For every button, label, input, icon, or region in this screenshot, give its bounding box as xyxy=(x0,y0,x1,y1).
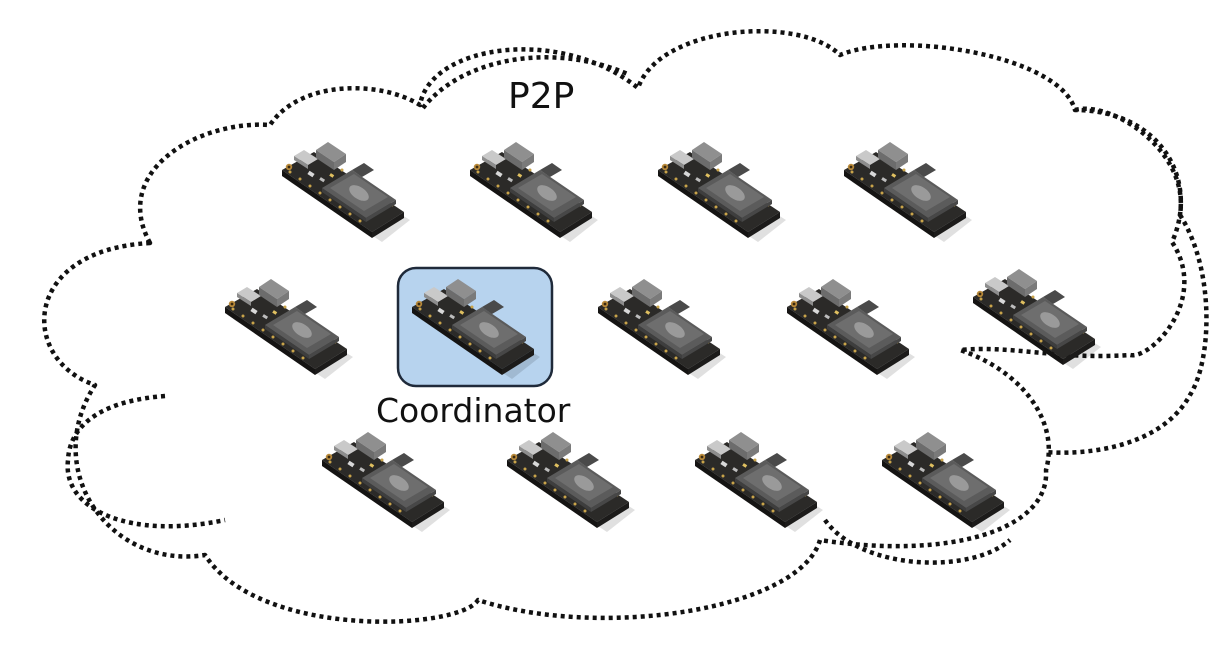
node-board-icon xyxy=(225,279,353,379)
node-board-icon xyxy=(882,432,1010,532)
network-cloud-inner xyxy=(42,28,1187,624)
node-board-icon xyxy=(470,142,598,242)
node-board-icon xyxy=(598,279,726,379)
network-label: P2P xyxy=(508,76,574,117)
network-cloud-outer-left xyxy=(65,393,226,529)
node-board-icon xyxy=(844,142,972,242)
coordinator-label: Coordinator xyxy=(376,391,571,430)
node-board-icon xyxy=(787,279,915,379)
node-board-icon xyxy=(507,432,635,532)
node-board-icon xyxy=(282,142,410,242)
node-board-icon xyxy=(658,142,786,242)
network-cloud-outer-right xyxy=(1045,106,1209,455)
node-board-icon xyxy=(695,432,823,532)
node-board-icon xyxy=(322,432,450,532)
